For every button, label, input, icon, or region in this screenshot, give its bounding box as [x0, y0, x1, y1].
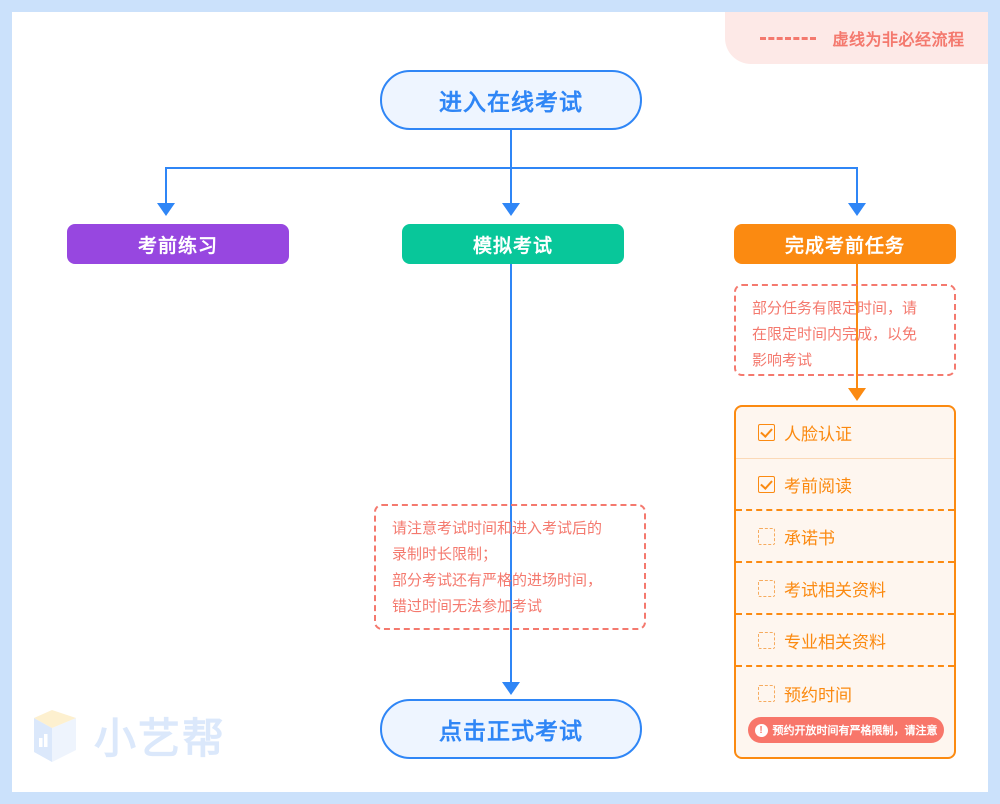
branch-button-pre-exam-tasks-label: 完成考前任务: [784, 235, 905, 257]
task-item-commitment-letter[interactable]: 承诺书: [736, 511, 954, 563]
node-formal-exam[interactable]: 点击正式考试: [380, 699, 642, 759]
arrow-to-mock: [502, 203, 520, 216]
node-enter-exam-label: 进入在线考试: [439, 89, 583, 115]
branch-button-pre-exam-tasks[interactable]: 完成考前任务: [734, 224, 956, 264]
task-item-label: 考前阅读: [784, 476, 852, 496]
branch-button-practice-label: 考前练习: [137, 235, 218, 257]
appointment-warning-badge: ! 预约开放时间有严格限制，请注意: [748, 717, 944, 743]
note-pre-exam-tasks-line: 部分任务有限定时间，请: [752, 300, 918, 317]
checkbox-empty-icon[interactable]: [758, 684, 775, 702]
dashed-line-icon: [760, 36, 817, 40]
task-item-label: 专业相关资料: [784, 632, 886, 652]
arrow-to-formal-exam: [502, 682, 520, 695]
connector-right-vertical: [856, 167, 858, 205]
note-mock-exam-line: 请注意考试时间和进入考试后的: [392, 520, 603, 537]
node-formal-exam-label: 点击正式考试: [439, 718, 583, 744]
branch-button-practice[interactable]: 考前练习: [67, 224, 289, 264]
checkbox-empty-icon[interactable]: [758, 527, 775, 545]
legend-banner: 虚线为非必经流程: [725, 12, 988, 64]
task-checklist-panel: 人脸认证 考前阅读 承诺书 考试相关资料 专业相关资料 预约时间: [734, 405, 956, 759]
task-item-pre-exam-reading[interactable]: 考前阅读: [736, 459, 954, 511]
note-mock-exam-line: 录制时长限制；: [392, 546, 498, 563]
checkbox-empty-icon[interactable]: [758, 631, 775, 649]
appointment-warning-text: 预约开放时间有严格限制，请注意: [772, 725, 938, 737]
flowchart-canvas: 虚线为非必经流程 进入在线考试 考前练习 模拟考试 完成考前任务 请注意考试时间: [12, 12, 988, 792]
task-item-label: 预约时间: [784, 685, 852, 705]
watermark-brand-text: 小艺帮: [94, 715, 227, 762]
task-item-exam-materials[interactable]: 考试相关资料: [736, 563, 954, 615]
arrow-to-tasks: [848, 203, 866, 216]
box-logo-icon: [34, 709, 76, 762]
branch-button-mock-exam[interactable]: 模拟考试: [402, 224, 624, 264]
task-item-appointment-time[interactable]: 预约时间: [736, 667, 954, 719]
note-mock-exam-line: 错过时间无法参加考试: [392, 598, 543, 615]
note-pre-exam-tasks: 部分任务有限定时间，请 在限定时间内完成，以免 影响考试: [734, 284, 956, 376]
note-mock-exam: 请注意考试时间和进入考试后的 录制时长限制； 部分考试还有严格的进场时间， 错过…: [374, 504, 646, 630]
connector-mid-vertical: [510, 167, 512, 205]
checkbox-empty-icon[interactable]: [758, 579, 775, 597]
connector-mock-to-formal: [510, 264, 512, 684]
branch-button-mock-exam-label: 模拟考试: [472, 235, 553, 257]
task-item-label: 承诺书: [784, 528, 835, 548]
exclamation-icon: !: [754, 723, 768, 737]
task-item-face-verification[interactable]: 人脸认证: [736, 407, 954, 459]
note-mock-exam-line: 部分考试还有严格的进场时间，: [392, 572, 603, 589]
task-item-label: 考试相关资料: [784, 580, 886, 600]
connector-left-vertical: [165, 167, 167, 205]
node-enter-exam[interactable]: 进入在线考试: [380, 70, 642, 130]
connector-trunk-vertical: [510, 130, 512, 167]
task-item-major-materials[interactable]: 专业相关资料: [736, 615, 954, 667]
checkbox-checked-icon[interactable]: [758, 475, 775, 493]
connector-tasks-vertical: [856, 264, 858, 393]
arrow-to-practice: [157, 203, 175, 216]
note-pre-exam-tasks-line: 在限定时间内完成，以免: [752, 326, 918, 343]
legend-label: 虚线为非必经流程: [832, 32, 965, 49]
task-item-label: 人脸认证: [784, 425, 852, 444]
arrow-to-task-panel: [848, 388, 866, 401]
checkbox-checked-icon[interactable]: [758, 424, 775, 441]
watermark-logo: 小艺帮: [30, 705, 226, 766]
note-pre-exam-tasks-line: 影响考试: [752, 352, 813, 369]
